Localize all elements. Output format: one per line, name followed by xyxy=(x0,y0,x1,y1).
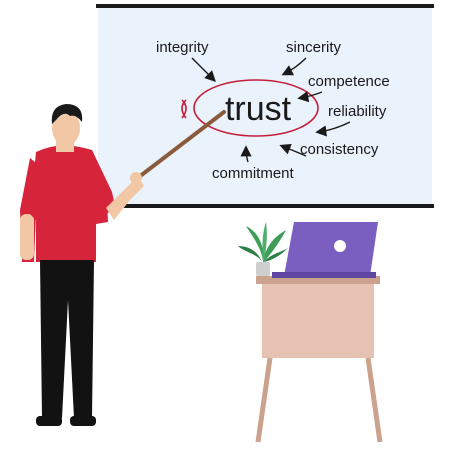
presenter-shirt xyxy=(30,145,108,262)
laptop-base xyxy=(272,272,376,278)
arrow-sincerity xyxy=(281,57,307,76)
desk-top xyxy=(256,276,380,284)
word-sincerity: sincerity xyxy=(286,39,342,56)
laptop xyxy=(272,222,378,278)
word-reliability: reliability xyxy=(328,103,387,120)
word-commitment: commitment xyxy=(212,165,295,182)
ellipse-tail xyxy=(181,99,187,119)
presentation-board xyxy=(96,4,434,208)
laptop-screen xyxy=(284,222,378,276)
arrow-competence xyxy=(297,91,323,103)
plant-leaf-2 xyxy=(263,230,286,262)
arrow-consistency xyxy=(279,143,307,157)
trust-ellipse xyxy=(193,79,319,137)
presenter-pants xyxy=(40,260,94,418)
presenter-right-shoe xyxy=(70,416,96,426)
board-bottom-frame xyxy=(96,204,434,208)
potted-plant-icon xyxy=(238,222,288,276)
board-surface xyxy=(98,6,432,208)
plant-leaf-4 xyxy=(264,248,288,262)
presenter-head xyxy=(52,110,80,146)
presenter xyxy=(20,104,144,426)
word-integrity: integrity xyxy=(156,39,209,56)
presenter-left-hand xyxy=(20,214,34,260)
word-consistency: consistency xyxy=(300,141,379,158)
circle-logo-icon xyxy=(334,240,346,252)
desk-panel xyxy=(262,284,374,358)
presenter-right-hand xyxy=(130,172,142,184)
plant-leaf-5 xyxy=(262,222,267,262)
word-competence: competence xyxy=(308,73,390,90)
pointer-stick xyxy=(133,110,226,182)
presenter-front-arm xyxy=(106,176,144,220)
plant-pot xyxy=(256,262,270,276)
plant-leaf-1 xyxy=(246,226,264,262)
trust-group: trust xyxy=(181,79,319,137)
center-word: trust xyxy=(225,90,292,128)
arrow-integrity xyxy=(191,57,216,82)
arrow-reliability xyxy=(315,121,351,137)
arrows xyxy=(191,57,351,163)
desk-leg-right xyxy=(365,357,383,443)
presenter-left-shoe xyxy=(36,416,62,426)
desk-leg-left xyxy=(255,357,273,443)
desk xyxy=(255,276,383,443)
presenter-hair xyxy=(51,104,83,124)
plant-leaf-3 xyxy=(238,246,262,262)
presenter-front-arm-sleeve xyxy=(92,150,116,214)
board-top-frame xyxy=(96,4,434,8)
arrow-commitment xyxy=(240,145,252,163)
word-cloud: integrity sincerity competence reliabili… xyxy=(156,39,390,182)
